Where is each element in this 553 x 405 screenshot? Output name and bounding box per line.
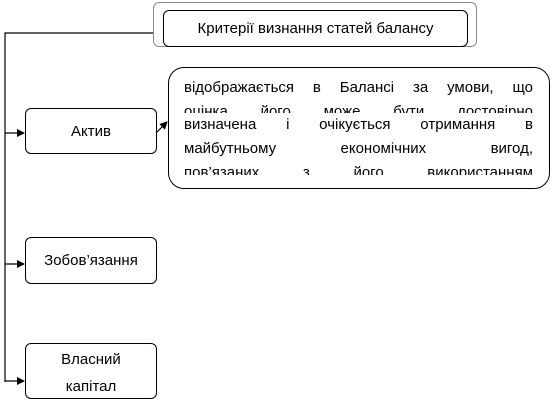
diagram-title: Критерії визнання статей балансу xyxy=(163,10,468,47)
equity-box: Власний капітал xyxy=(25,343,157,399)
description-line: визначена і очікується отримання в xyxy=(184,116,533,133)
asset-label: Актив xyxy=(71,122,111,140)
description-line: пов’язаних з його використанням xyxy=(184,164,533,175)
description-line: відображається в Балансі за умови, що xyxy=(184,79,533,96)
title-connector xyxy=(4,32,163,382)
arrow-to-description xyxy=(155,121,168,134)
equity-label-line2: капітал xyxy=(65,378,117,395)
asset-description-box: відображається в Балансі за умови, що оц… xyxy=(168,67,550,189)
diagram-title-text: Критерії визнання статей балансу xyxy=(197,20,434,37)
liability-label: Зобов’язання xyxy=(44,252,138,269)
asset-box: Актив xyxy=(25,108,157,154)
description-line: майбутньому економічних вигод, xyxy=(184,140,533,157)
equity-label-line1: Власний xyxy=(61,351,121,368)
liability-box: Зобов’язання xyxy=(25,237,157,284)
description-line: оцінка його може бути достовірно xyxy=(184,103,533,113)
equity-label: Власний капітал xyxy=(61,344,121,398)
asset-description-text: відображається в Балансі за умови, що оц… xyxy=(184,76,533,175)
